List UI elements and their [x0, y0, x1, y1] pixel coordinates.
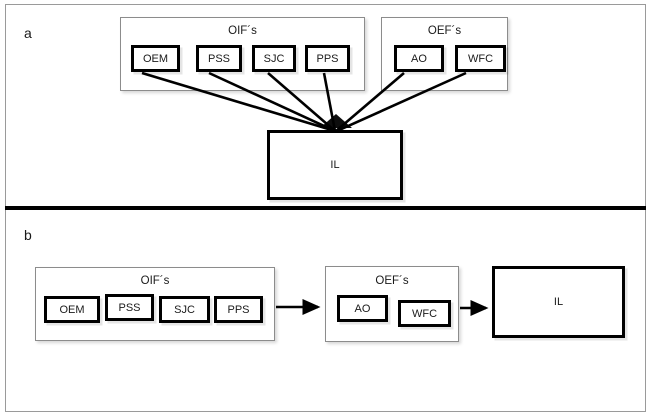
panel-a-letter: a — [24, 25, 32, 41]
panel-a-node-sjc[interactable]: SJC — [252, 45, 296, 72]
panel-b-node-il-label: IL — [553, 296, 564, 308]
panel-b-node-il[interactable]: IL — [492, 266, 625, 338]
panel-a-node-oem-label: OEM — [142, 52, 169, 65]
panel-a-node-ao-label: AO — [411, 52, 427, 65]
panel-a-node-wfc-label: WFC — [467, 52, 494, 65]
figure-frame-bottom — [5, 411, 646, 412]
panel-b-node-oem[interactable]: OEM — [44, 296, 100, 323]
panel-b-node-oem-label: OEM — [59, 303, 85, 316]
panel-a-node-oem[interactable]: OEM — [131, 45, 180, 72]
panel-b-group-oef-label: OEF´s — [375, 275, 409, 287]
panel-a-node-pps-label: PPS — [316, 52, 339, 65]
panel-b-letter: b — [24, 227, 32, 243]
panel-b-node-sjc[interactable]: SJC — [159, 296, 210, 323]
panel-a-node-pss[interactable]: PSS — [196, 45, 242, 72]
panel-b-node-wfc-label: WFC — [411, 307, 438, 320]
panel-a-group-oif-label: OIF´s — [228, 25, 257, 37]
panel-a-node-ao[interactable]: AO — [394, 45, 444, 72]
panel-b-node-ao[interactable]: AO — [337, 295, 388, 322]
panel-a-node-wfc[interactable]: WFC — [455, 45, 506, 72]
panel-b-node-pps-label: PPS — [227, 303, 250, 316]
panel-a-node-sjc-label: SJC — [263, 52, 285, 65]
panel-b-node-pps[interactable]: PPS — [214, 296, 263, 323]
panel-divider — [5, 206, 646, 210]
panel-a-node-pps[interactable]: PPS — [305, 45, 350, 72]
panel-b-group-oif-label: OIF´s — [140, 275, 170, 287]
panel-b-node-sjc-label: SJC — [174, 303, 195, 316]
panel-a-group-oef-label: OEF´s — [427, 25, 462, 37]
figure-frame-top — [5, 4, 646, 5]
panel-b-node-wfc[interactable]: WFC — [398, 300, 451, 327]
panel-b-node-pss-label: PSS — [118, 301, 141, 314]
panel-a-node-pss-label: PSS — [207, 52, 230, 65]
panel-a-node-il[interactable]: IL — [267, 130, 403, 200]
panel-a-arrowhead-cluster — [320, 114, 352, 128]
panel-b-node-ao-label: AO — [354, 302, 371, 315]
panel-a-node-il-label: IL — [330, 159, 340, 171]
panel-b-node-pss[interactable]: PSS — [105, 294, 154, 321]
